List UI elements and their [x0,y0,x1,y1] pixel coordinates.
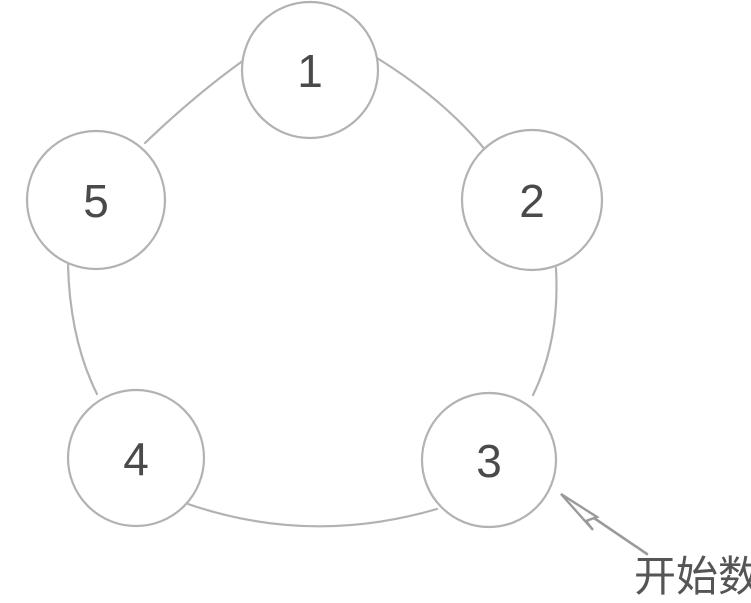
annotation-arrow-head-icon [560,492,600,531]
ring-arcs [66,56,558,528]
annotation-label: 开始数 [634,552,751,601]
arc-4-to-5 [66,263,99,396]
node-1-label: 1 [297,45,323,97]
node-3[interactable]: 3 [420,391,558,529]
node-1-circle[interactable] [240,0,380,140]
node-4-label: 4 [123,433,149,485]
node-2-label: 2 [519,175,545,227]
arc-3-to-4 [186,502,439,528]
node-2[interactable]: 2 [460,128,604,272]
node-2-circle[interactable] [460,128,604,272]
node-4-circle[interactable] [66,388,206,528]
node-1[interactable]: 1 [240,0,380,140]
node-4[interactable]: 4 [66,388,206,528]
arc-5-to-1 [143,58,246,145]
node-5-circle[interactable] [25,129,167,271]
node-3-circle[interactable] [420,391,558,529]
arc-1-to-2 [375,56,489,154]
node-3-label: 3 [476,435,502,487]
start-count-annotation: 开始数 [560,492,751,601]
annotation-arrow-tail [589,514,649,556]
node-5-label: 5 [83,175,109,227]
arc-2-to-3 [531,266,558,397]
node-5[interactable]: 5 [25,129,167,271]
